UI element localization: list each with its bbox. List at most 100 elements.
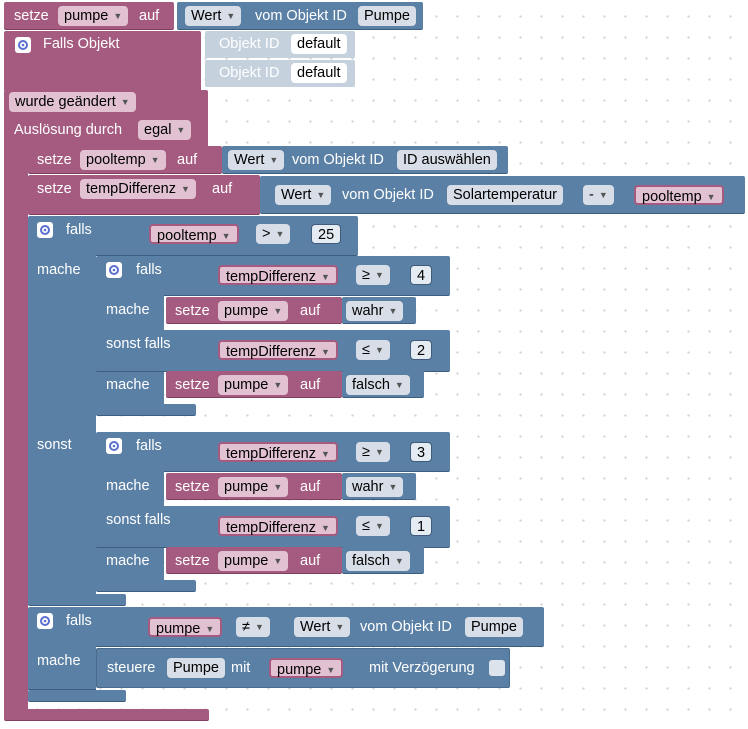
variable-dropdown-pumpe[interactable]: pumpe▼ [218,477,289,497]
set-pumpe-wahr-1[interactable]: setze pumpe▼ auf [166,297,342,324]
wert-dropdown[interactable]: Wert▼ [228,150,285,170]
operator-ne-dropdown[interactable]: ≠▼ [236,617,270,637]
chevron-down-icon: ▼ [226,11,236,21]
operator-ge-dropdown[interactable]: ≥▼ [356,265,390,285]
inner-if-2-elseif[interactable]: sonst falls tempDifferenz▼ ≤▼ 1 [96,506,450,548]
chevron-down-icon: ▼ [176,125,186,135]
chevron-down-icon: ▼ [273,306,283,316]
chevron-down-icon: ▼ [598,190,608,200]
operator-minus-dropdown[interactable]: -▼ [583,185,614,205]
trigger-options[interactable]: wurde geändert▼ Auslösung durch egal▼ [4,90,208,148]
variable-pooltemp[interactable]: pooltemp▼ [634,185,724,205]
variable-tempdiff[interactable]: tempDifferenz▼ [218,442,338,462]
object-id-pumpe[interactable]: Pumpe [465,617,523,637]
default-field-1[interactable]: default [291,34,347,54]
bool-falsch-1[interactable]: falsch▼ [342,371,424,398]
falls-label: falls [136,262,162,278]
changed-dropdown[interactable]: wurde geändert▼ [9,92,136,112]
bool-wahr-1[interactable]: wahr▼ [342,297,416,324]
egal-dropdown[interactable]: egal▼ [138,120,192,140]
auf-label: auf [300,303,321,319]
if-pumpe-spine: mache [28,646,96,690]
oid-field-2[interactable]: Objekt ID default [205,60,355,87]
inner-if-2[interactable]: falls tempDifferenz▼ ≥▼ 3 [96,432,450,472]
gear-icon[interactable] [106,438,122,454]
variable-dropdown-pumpe[interactable]: pumpe▼ [218,375,289,395]
operator-le-dropdown[interactable]: ≤▼ [356,340,390,360]
wert-dropdown[interactable]: Wert▼ [275,185,332,205]
trigger-spine [4,146,28,718]
chevron-down-icon: ▼ [321,523,330,533]
vom-objekt-id-label: vom Objekt ID [255,8,347,24]
math-minus-block[interactable]: Wert▼ vom Objekt ID Solartemperatur -▼ p… [260,176,745,214]
mit-verzoegerung-label: mit Verzögerung [369,660,475,676]
variable-dropdown-tempdiff[interactable]: tempDifferenz▼ [80,179,196,199]
number-4[interactable]: 4 [410,265,433,285]
inner-if-1[interactable]: falls tempDifferenz▼ ≥▼ 4 [96,256,450,296]
gear-icon[interactable] [15,37,31,53]
variable-tempdiff[interactable]: tempDifferenz▼ [218,340,338,360]
number-25[interactable]: 25 [311,224,342,244]
variable-dropdown-pumpe[interactable]: pumpe▼ [218,301,289,321]
bool-dropdown[interactable]: wahr▼ [346,301,404,321]
bool-wahr-2[interactable]: wahr▼ [342,473,416,500]
operator-ge-dropdown[interactable]: ≥▼ [356,442,390,462]
variable-tempdiff[interactable]: tempDifferenz▼ [218,265,338,285]
ausloesung-label: Auslösung durch [14,122,123,138]
variable-pooltemp[interactable]: pooltemp▼ [149,224,239,244]
set-pooltemp-block[interactable]: setze pooltemp▼ auf [28,146,222,174]
bool-dropdown[interactable]: falsch▼ [346,375,410,395]
bool-falsch-2[interactable]: falsch▼ [342,547,424,574]
delay-checkbox[interactable] [489,660,505,676]
chevron-down-icon: ▼ [335,622,345,632]
if-else-spine: mache sonst [28,255,96,605]
get-value-block[interactable]: Wert▼ vom Objekt ID ID auswählen [222,146,508,174]
default-field-2[interactable]: default [291,63,347,83]
setze-label: setze [175,303,210,319]
bool-dropdown[interactable]: wahr▼ [346,477,404,497]
variable-pumpe[interactable]: pumpe▼ [148,617,223,637]
chevron-down-icon: ▼ [120,97,130,107]
set-pumpe-falsch-1[interactable]: setze pumpe▼ auf [166,371,342,398]
set-pumpe-falsch-2[interactable]: setze pumpe▼ auf [166,547,342,574]
setze-label: setze [37,181,72,197]
mache-label: mache [37,653,81,669]
number-3[interactable]: 3 [410,442,433,462]
variable-dropdown-pumpe[interactable]: pumpe▼ [218,551,289,571]
variable-pumpe[interactable]: pumpe▼ [269,658,344,678]
variable-tempdiff[interactable]: tempDifferenz▼ [218,516,338,536]
get-value-block[interactable]: Wert▼ vom Objekt ID Pumpe [177,2,423,30]
gear-icon[interactable] [106,262,122,278]
object-id-pumpe[interactable]: Pumpe [167,658,225,678]
object-id-select[interactable]: ID auswählen [397,150,497,170]
set-tempdiff-block[interactable]: setze tempDifferenz▼ auf [28,175,260,215]
inner-if-1-footer [96,404,196,416]
inner-if-1-elseif[interactable]: sonst falls tempDifferenz▼ ≤▼ 2 [96,330,450,372]
number-1[interactable]: 1 [410,516,433,536]
set-pumpe-top-block[interactable]: setze pumpe▼ auf [4,2,174,30]
mache-label: mache [106,478,150,494]
vom-objekt-id-label: vom Objekt ID [342,187,434,203]
falls-label: falls [66,613,92,629]
chevron-down-icon: ▼ [273,556,283,566]
setze-label: setze [175,377,210,393]
gear-icon[interactable] [37,613,53,629]
trigger-footer [4,709,209,721]
trigger-header[interactable]: Falls Objekt [4,31,201,91]
variable-dropdown-pumpe[interactable]: pumpe▼ [58,6,129,26]
set-pumpe-wahr-2[interactable]: setze pumpe▼ auf [166,473,342,500]
operator-le-dropdown[interactable]: ≤▼ [356,516,390,536]
bool-dropdown[interactable]: falsch▼ [346,551,410,571]
number-2[interactable]: 2 [410,340,433,360]
operator-gt-dropdown[interactable]: >▼ [256,224,291,244]
if-pumpe-block[interactable]: falls pumpe▼ ≠▼ Wert▼ vom Objekt ID Pump… [28,607,544,647]
object-id-solar[interactable]: Solartemperatur [447,185,563,205]
wert-dropdown[interactable]: Wert▼ [185,6,242,26]
oid-field-1[interactable]: Objekt ID default [205,31,355,58]
control-block[interactable]: steuere Pumpe mit pumpe▼ mit Verzögerung [96,648,510,688]
if-else-block[interactable]: falls pooltemp▼ >▼ 25 [28,216,358,256]
object-id-pumpe[interactable]: Pumpe [358,6,416,26]
wert-dropdown[interactable]: Wert▼ [294,617,351,637]
gear-icon[interactable] [37,222,53,238]
variable-dropdown-pooltemp[interactable]: pooltemp▼ [80,150,166,170]
